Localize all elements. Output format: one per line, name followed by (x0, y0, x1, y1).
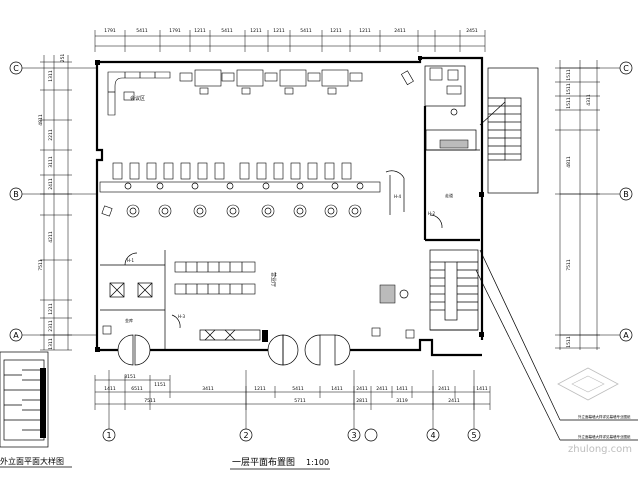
axis-label-4: 4 (430, 431, 435, 440)
dim-right-3: 4311 (586, 94, 592, 106)
dim-bottom-c4: 2411 (448, 398, 460, 404)
column-axis-bottom: 1 2 3 4 5 (102, 370, 481, 442)
dim-top-7: 5411 (300, 28, 312, 34)
dim-bottom-c2: 2811 (356, 398, 368, 404)
axis-label-B: B (13, 190, 19, 199)
axis-label-3: 3 (351, 431, 356, 440)
dim-left-1: 1311 (48, 70, 54, 82)
lower-left-rooms: H-1 金库 H-3 (100, 250, 185, 350)
inset-detail: 外立面平面大样图 (0, 351, 72, 468)
axis-label-C-right: C (623, 64, 629, 73)
label-lobby: 营业厅 (270, 272, 277, 287)
dim-left-8: 1211 (48, 303, 54, 315)
dim-left-5: 2411 (48, 178, 54, 190)
label-vault: 金库 (125, 317, 133, 323)
callout-0: 外立面幕墙大样详见幕墙专业图纸 (578, 414, 631, 419)
callout-1: 外立面幕墙大样详见幕墙专业图纸 (578, 434, 631, 439)
dim-top-3: 1211 (194, 28, 206, 34)
axis-label-B-right: B (623, 190, 629, 199)
outer-walls (95, 56, 484, 357)
axis-label-1: 1 (106, 431, 111, 440)
dim-left-2: 4811 (38, 114, 44, 126)
dim-top-5: 1211 (250, 28, 262, 34)
left-dimension-chain: 251 1311 4811 2211 3111 2411 4211 7511 1… (38, 54, 72, 351)
dim-top-11: 2451 (466, 28, 478, 34)
dim-top-9: 1211 (359, 28, 371, 34)
watermark-text: zhulong.com (568, 444, 632, 455)
entrance-doors (117, 334, 351, 366)
dim-top-2: 1791 (169, 28, 181, 34)
dim-bottom-b1: 6511 (131, 386, 143, 392)
dim-top-6: 1211 (273, 28, 285, 34)
axis-label-2: 2 (243, 431, 248, 440)
counter-stations (124, 182, 364, 190)
dim-top-4: 5411 (221, 28, 233, 34)
callouts: 外立面幕墙大样详见幕墙专业图纸 外立面幕墙大样详见幕墙专业图纸 (475, 249, 638, 441)
dim-right-5: 7511 (566, 259, 572, 271)
row-axis-left: C B A (9, 61, 96, 342)
right-dimension-chain: 1511 1511 1511 4311 4811 7511 1511 (555, 60, 600, 350)
dim-top-1: 5411 (136, 28, 148, 34)
dim-right-4: 4811 (566, 156, 572, 168)
dim-left-10: 1311 (48, 338, 54, 350)
title-block: 一层平面布置图 1:100 (230, 456, 330, 470)
axis-label-A: A (13, 331, 19, 340)
dim-top-10: 2411 (394, 28, 406, 34)
dim-bottom-b4: 5411 (292, 386, 304, 392)
dim-bottom-b2: 3411 (202, 386, 214, 392)
dim-bottom-a0: 3151 (124, 374, 136, 380)
dim-bottom-c1: 5711 (294, 398, 306, 404)
inset-title: 外立面平面大样图 (0, 456, 64, 466)
top-dimension-chain: 1791 5411 1791 1211 5411 1211 1211 5411 … (94, 28, 486, 52)
dim-bottom-a1: 1151 (154, 382, 166, 388)
axis-label-C: C (13, 64, 19, 73)
drawing-scale: 1:100 (306, 458, 329, 467)
drawing-title: 一层平面布置图 (232, 456, 295, 468)
dim-left-4: 3111 (48, 156, 54, 168)
axis-label-5: 5 (471, 431, 476, 440)
axis-label-A-right: A (623, 331, 629, 340)
dim-bottom-b8: 1411 (396, 386, 408, 392)
dim-bottom-b9: 2411 (438, 386, 450, 392)
dim-left-3: 2211 (48, 129, 54, 141)
upper-office-zone: 会议区 (107, 69, 414, 116)
dim-bottom-b10: 1411 (476, 386, 488, 392)
dim-right-1: 1511 (566, 83, 572, 95)
label-corridor-dot: 走道 (445, 192, 453, 198)
dim-top-8: 1211 (330, 28, 342, 34)
bottom-dimension-chain: 3151 1151 1411 6511 3411 1211 5411 1411 … (94, 374, 491, 410)
lobby-seating: 营业厅 (174, 261, 415, 342)
stair-upper (479, 67, 539, 194)
label-h3-door: H-3 (178, 314, 185, 319)
label-h1-door: H-1 (127, 258, 134, 263)
label-h4-door: H-4 (394, 194, 401, 199)
dim-top-0: 1791 (104, 28, 116, 34)
teller-chairs (112, 162, 352, 180)
dim-left-9: 2311 (48, 320, 54, 332)
dim-right-0: 1511 (566, 69, 572, 81)
dim-right-2: 1511 (566, 97, 572, 109)
customer-chairs (101, 204, 362, 218)
teller-counter: H-4 (99, 162, 405, 218)
dim-left-0: 251 (60, 54, 66, 63)
dim-left-6: 4211 (48, 231, 54, 243)
dim-bottom-b3: 1211 (254, 386, 266, 392)
watermark: zhulong.com (557, 367, 632, 455)
service-core: 走道 H-2 (423, 65, 480, 242)
dim-right-6: 1511 (566, 336, 572, 348)
label-h2-door: H-2 (428, 211, 435, 216)
dim-bottom-b6: 2411 (356, 386, 368, 392)
dim-bottom-b7: 2411 (376, 386, 388, 392)
stair-lower (429, 249, 479, 331)
label-upper-office: 会议区 (130, 95, 145, 102)
dim-left-7: 7511 (38, 259, 44, 271)
dim-bottom-c0: 7511 (144, 398, 156, 404)
dim-bottom-c3: 3119 (396, 398, 408, 404)
dim-bottom-b5: 1411 (331, 386, 343, 392)
dim-bottom-b0: 1411 (104, 386, 116, 392)
